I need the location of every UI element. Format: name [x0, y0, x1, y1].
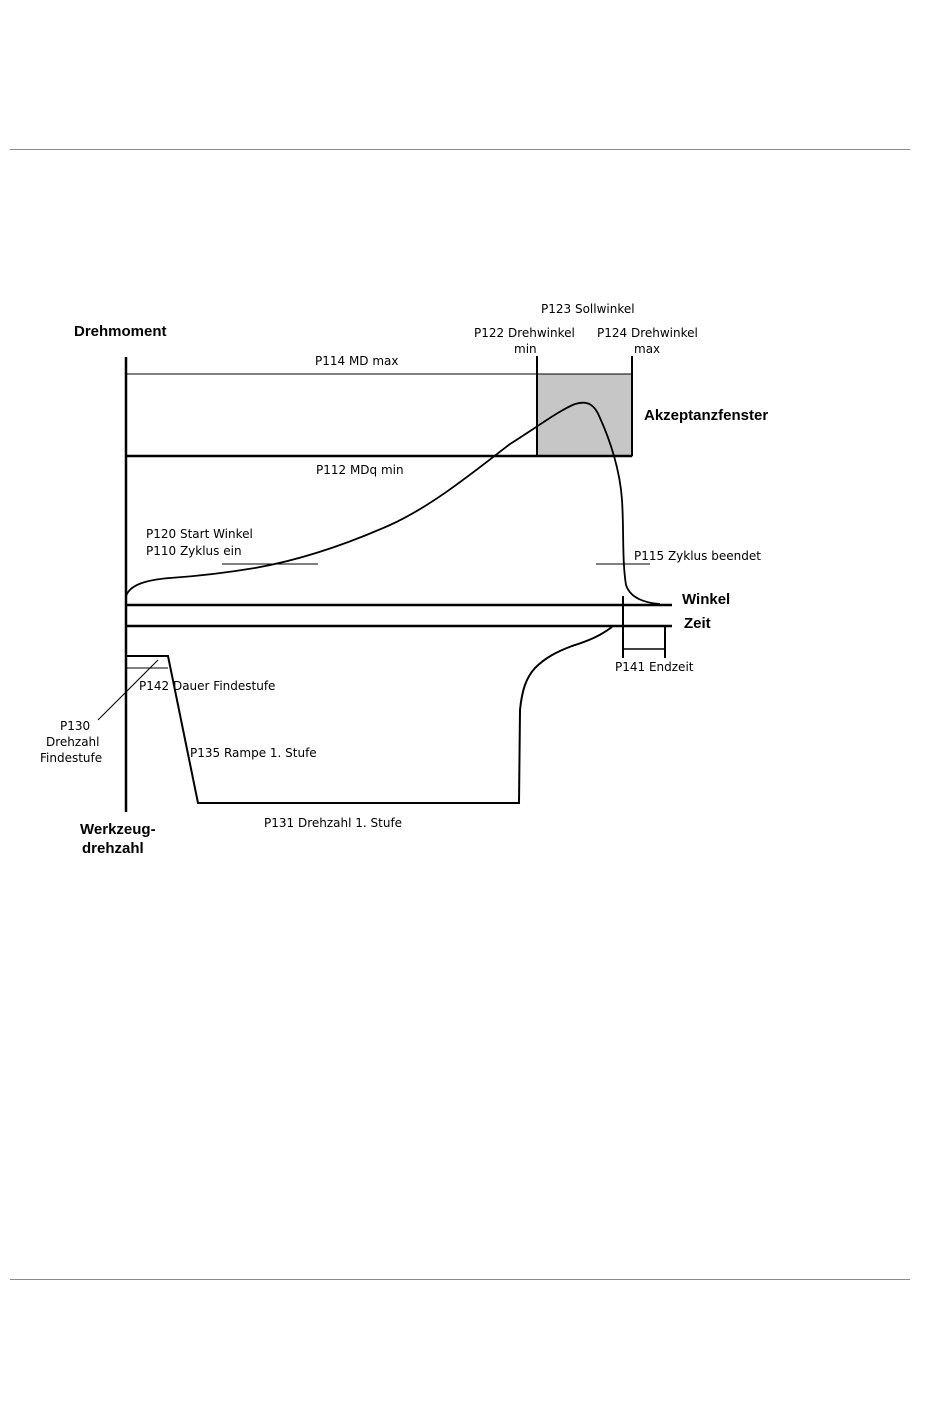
- p123-label: P123 Sollwinkel: [541, 302, 635, 316]
- p142-label: P142 Dauer Findestufe: [139, 679, 275, 693]
- p120-label: P120 Start Winkel: [146, 527, 253, 541]
- p130-label-3: Findestufe: [40, 751, 102, 765]
- acceptance-window: [537, 374, 632, 456]
- time-axis-label: Zeit: [684, 615, 711, 632]
- p112-label: P112 MDq min: [316, 463, 404, 477]
- tool-speed-label-2: drehzahl: [82, 840, 144, 857]
- p110-label: P110 Zyklus ein: [146, 544, 242, 558]
- p114-label: P114 MD max: [315, 354, 399, 368]
- speed-profile: [126, 627, 612, 803]
- p141-label: P141 Endzeit: [615, 660, 694, 674]
- p115-label: P115 Zyklus beendet: [634, 549, 761, 563]
- p135-label: P135 Rampe 1. Stufe: [190, 746, 317, 760]
- p130-label-2: Drehzahl: [46, 735, 100, 749]
- p122-label-2: min: [514, 342, 537, 356]
- p122-label-1: P122 Drehwinkel: [474, 326, 575, 340]
- angle-axis-label: Winkel: [682, 591, 730, 608]
- torque-axis-label: Drehmoment: [74, 323, 167, 340]
- p124-label-2: max: [634, 342, 660, 356]
- acceptance-window-label: Akzeptanzfenster: [644, 407, 768, 424]
- p124-label-1: P124 Drehwinkel: [597, 326, 698, 340]
- p130-label-1: P130: [60, 719, 90, 733]
- tool-speed-label-1: Werkzeug-: [80, 821, 156, 838]
- p131-label: P131 Drehzahl 1. Stufe: [264, 816, 402, 830]
